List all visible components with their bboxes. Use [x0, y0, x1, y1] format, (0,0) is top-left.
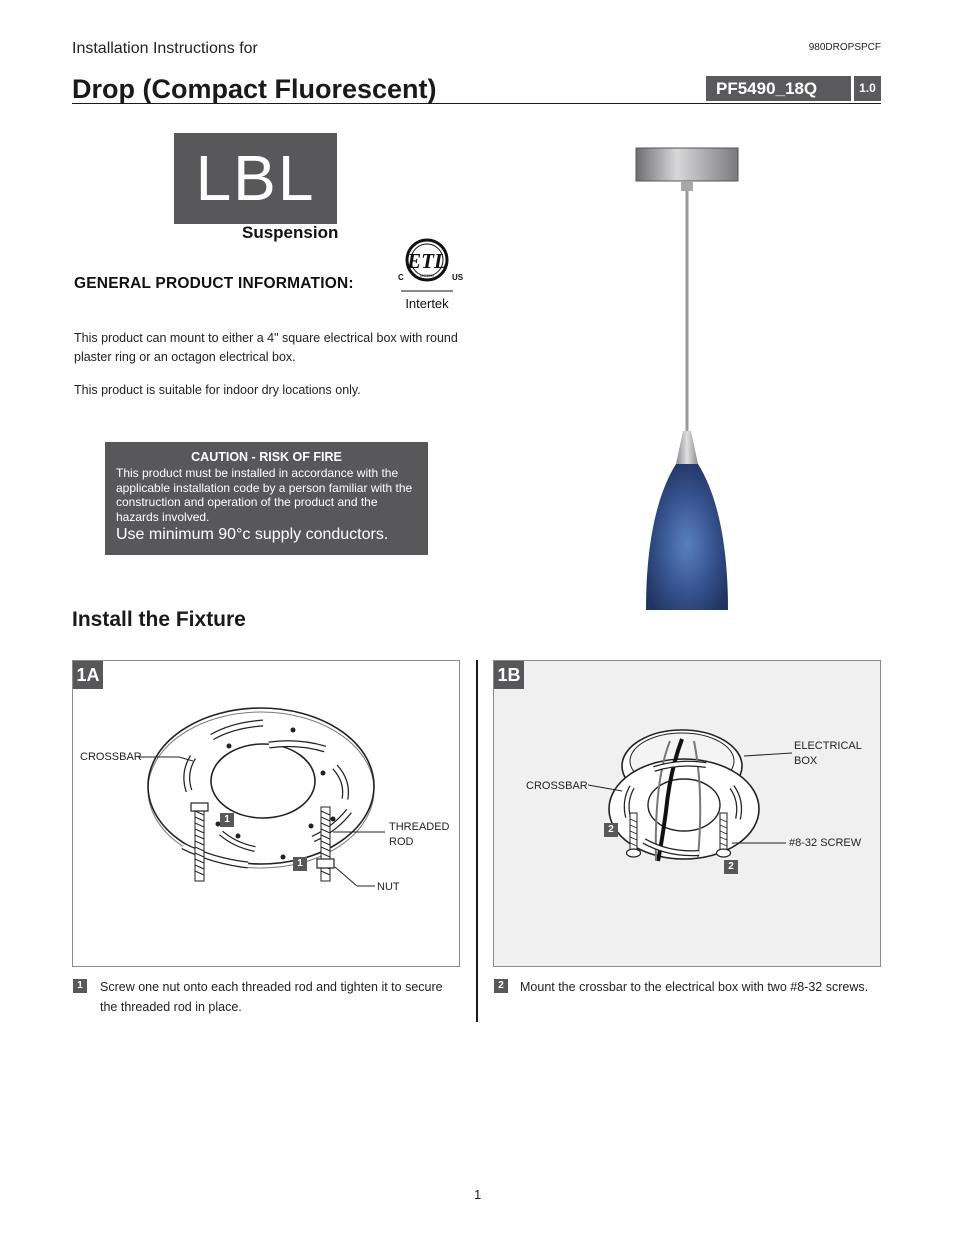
etl-listed-mark-icon: ETL LISTED C US Intertek — [398, 238, 464, 311]
caution-heading: CAUTION - RISK OF FIRE — [191, 450, 342, 464]
intertek-text: Intertek — [405, 296, 449, 311]
marker-1-bottom: 1 — [293, 857, 307, 871]
callout-nut: NUT — [377, 881, 400, 893]
caution-box: CAUTION - RISK OF FIRE This product must… — [105, 442, 428, 555]
section-title: Install the Fixture — [72, 608, 246, 631]
brand-logo: LBL — [174, 133, 337, 224]
header-subtitle: Installation Instructions for — [72, 40, 258, 57]
pendant-light-illustration — [635, 147, 739, 610]
etl-listed-text: LISTED — [420, 273, 434, 278]
step-text-2: Mount the crossbar to the electrical box… — [520, 980, 869, 994]
info-paragraph-mounting: This product can mount to either a 4" sq… — [74, 331, 458, 364]
svg-text:ETL: ETL — [406, 249, 447, 273]
callout-electrical-box: ELECTRICAL BOX — [794, 740, 862, 767]
document-code: 980DROPSPCF — [808, 42, 881, 53]
caution-body: This product must be installed in accord… — [116, 466, 413, 524]
crossbar-rod-diagram — [139, 707, 385, 887]
step-panel-1a: 1A CROSSBAR THREADED ROD NUT 1 1 — [72, 660, 460, 967]
etl-c-text: C — [398, 273, 404, 282]
etl-us-text: US — [452, 273, 464, 282]
caution-emphasis: Use minimum 90°c supply conductors. — [116, 526, 389, 543]
callout-threaded-rod: THREADED ROD — [389, 821, 450, 848]
page-title: Drop (Compact Fluorescent) — [72, 74, 437, 104]
panel-tag-1a: 1A — [73, 661, 103, 689]
crossbar-box-diagram — [587, 729, 793, 862]
panel-divider — [476, 660, 478, 1022]
callout-crossbar: CROSSBAR — [80, 751, 142, 763]
title-rule — [72, 103, 881, 104]
marker-1-top: 1 — [220, 813, 234, 827]
marker-2-right: 2 — [724, 860, 738, 874]
step-badge-1: 1 — [73, 979, 87, 993]
general-info-heading: GENERAL PRODUCT INFORMATION: — [74, 275, 354, 292]
page-number: 1 — [474, 1187, 482, 1202]
brand-category: Suspension — [242, 223, 339, 242]
step-panel-1b: 1B ELECTRICAL BOX CROSSBAR #8-32 SCREW 2… — [493, 660, 881, 967]
step-badge-2: 2 — [494, 979, 508, 993]
panel-tag-1b: 1B — [494, 661, 524, 689]
marker-2-left: 2 — [604, 823, 618, 837]
version-badge: 1.0 — [854, 76, 881, 101]
info-paragraph-locations: This product is suitable for indoor dry … — [74, 383, 361, 397]
callout-screw: #8-32 SCREW — [789, 837, 862, 849]
callout-crossbar-1b: CROSSBAR — [526, 780, 588, 792]
step-text-1: Screw one nut onto each threaded rod and… — [100, 980, 443, 1014]
model-number-badge: PF5490_18Q — [706, 76, 851, 101]
